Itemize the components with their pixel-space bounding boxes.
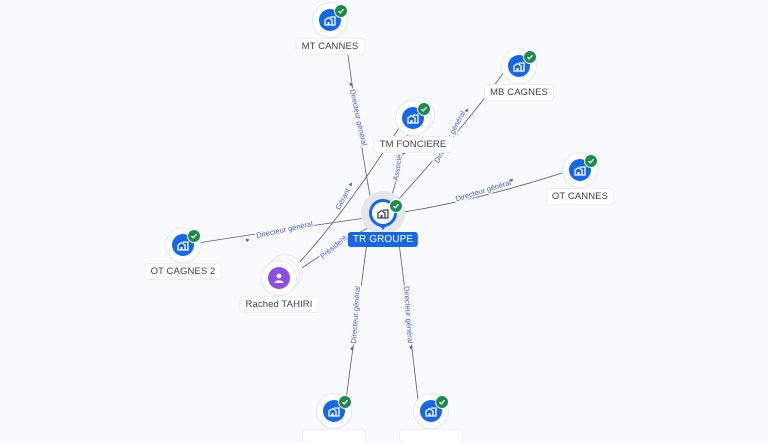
edge-label: Président (318, 233, 349, 261)
edge-arrow-icon (245, 238, 250, 243)
verified-check-icon (523, 50, 537, 64)
edge-label: Associé (391, 154, 404, 181)
edge-label: Directeur général (348, 88, 369, 146)
node-label[interactable]: Rached TAHIRI (240, 297, 318, 312)
edge-arrow-icon (401, 150, 406, 155)
edge-arrow-icon (348, 82, 353, 87)
building-icon (369, 199, 397, 227)
edge-label: Directeur général (349, 285, 362, 343)
edge-center-bottom-right (397, 234, 419, 401)
verified-check-icon (584, 154, 598, 168)
edge-center-ot-cagnes-2 (197, 217, 367, 244)
edge-arrow-icon (348, 182, 352, 187)
edge-arrow-icon (409, 346, 413, 350)
edge-arrow-icon (350, 346, 354, 350)
edge-label: Gérant (333, 186, 352, 211)
edge-rached-tahiri-center (295, 227, 369, 273)
node-label[interactable]: MT CANNES (296, 39, 364, 54)
verified-check-icon (187, 229, 201, 243)
edge-center-ot-cannes (397, 171, 566, 214)
node-label[interactable]: OT CANNES (546, 189, 614, 204)
edge-center-mb-cagnes (397, 71, 505, 201)
edge-arrow-icon (509, 178, 514, 183)
edge-label: Directeur général (402, 286, 415, 344)
person-icon (268, 267, 290, 289)
verified-check-icon (389, 199, 403, 213)
node-label[interactable]: OT CAGNES 2 (145, 264, 221, 279)
verified-check-icon (338, 395, 352, 409)
verified-check-icon (435, 395, 449, 409)
node-label[interactable]: TM FONCIERE (374, 137, 452, 152)
edge-center-bottom-left (345, 234, 369, 401)
verified-check-icon (334, 4, 348, 18)
edge-label: Directeur général (255, 219, 313, 240)
verified-check-icon (417, 102, 431, 116)
node-label[interactable]: TR GROUPE (347, 232, 419, 247)
node-label[interactable]: MB CAGNES (485, 85, 553, 100)
edge-arrow-icon (464, 108, 468, 113)
